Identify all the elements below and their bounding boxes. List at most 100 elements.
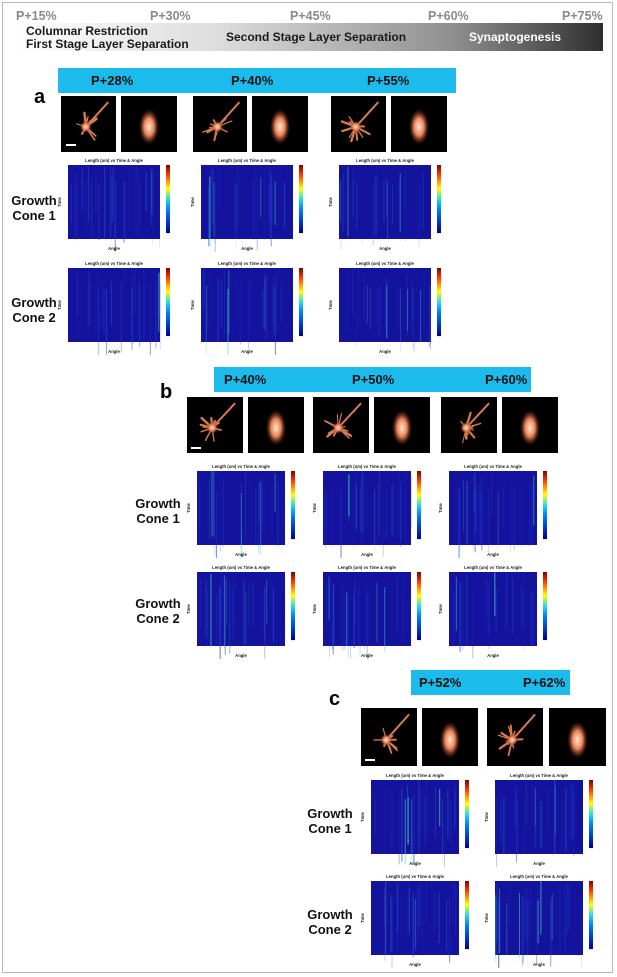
- heatmap-streak: [405, 170, 406, 209]
- heatmap-streak: [264, 584, 266, 642]
- heatmap-streak: [356, 278, 357, 347]
- heatmap-streak: [535, 781, 537, 835]
- heatmap-streak: [244, 471, 246, 540]
- heatmap-streak: [491, 471, 492, 515]
- heatmap-streak: [352, 169, 354, 217]
- heatmap-streak: [413, 793, 415, 865]
- heatmap-streak: [520, 585, 523, 626]
- colorbar: [543, 471, 547, 540]
- heatmap-title: Length (um) vs Time & Angle: [386, 874, 444, 879]
- heatmap-streak: [521, 591, 522, 632]
- heatmap-streak: [331, 590, 333, 650]
- heatmap-streak: [384, 881, 387, 955]
- heatmap-streak: [399, 173, 401, 233]
- heatmap-streak: [417, 178, 418, 241]
- heatmap-streak: [273, 285, 275, 336]
- heatmap-streak: [77, 270, 78, 317]
- heatmap-streak: [91, 180, 93, 237]
- heatmap-streak: [495, 588, 497, 634]
- axon-branches: [460, 402, 490, 444]
- heatmap-streak: [398, 181, 400, 222]
- heatmap-streak: [363, 272, 366, 323]
- heatmap-streak: [199, 477, 201, 530]
- heatmap-streak: [475, 484, 477, 532]
- axon-branches: [340, 101, 379, 143]
- heatmap-streak: [342, 583, 343, 651]
- heatmap-title: Length (um) vs Time & Angle: [356, 158, 414, 163]
- growth-cone-shape: [269, 108, 291, 145]
- heatmap-streak: [74, 182, 76, 235]
- growth-cone-shape: [265, 409, 287, 446]
- heatmap-streak: [97, 288, 100, 355]
- heatmap-streak: [340, 182, 342, 251]
- heatmap-streak: [487, 587, 489, 635]
- growth-cone-image: [502, 397, 558, 453]
- heatmap-streak: [446, 900, 448, 952]
- heatmap-streak: [386, 285, 388, 338]
- heatmap-streak: [328, 584, 331, 657]
- heatmap-streak: [343, 588, 346, 650]
- heatmap-streak: [152, 170, 153, 244]
- heatmap-streak: [218, 168, 220, 210]
- heatmap-streak: [438, 789, 441, 827]
- row-label-line1: Growth: [135, 496, 181, 511]
- y-axis-label: Time: [329, 196, 333, 206]
- heatmap-streak: [143, 268, 145, 342]
- heatmap-streak: [271, 186, 273, 225]
- heatmap-streak: [110, 281, 112, 326]
- heatmap-streak: [407, 882, 409, 938]
- x-axis-label: Angle: [533, 861, 545, 866]
- heatmap-streak: [396, 884, 399, 933]
- heatmap-streak: [375, 176, 377, 235]
- heatmap-streak: [366, 579, 368, 631]
- heatmap-title: Length (um) vs Time & Angle: [510, 874, 568, 879]
- y-axis-label: Time: [313, 603, 317, 613]
- heatmap-streak: [232, 588, 234, 641]
- heatmap-streak: [529, 886, 531, 935]
- heatmap-streak: [263, 277, 266, 330]
- heatmap-streak: [214, 184, 216, 252]
- x-axis-label: Angle: [235, 653, 247, 658]
- colorbar: [589, 881, 593, 950]
- y-axis-label: Time: [485, 811, 489, 821]
- heatmap-streak: [550, 900, 552, 967]
- heatmap-streak: [250, 477, 252, 545]
- heatmap-streak: [500, 801, 502, 844]
- timepoint-bar: [214, 367, 531, 392]
- heatmap-streak: [357, 589, 359, 659]
- heatmap-streak: [159, 284, 161, 350]
- timepoint-label: P+52%: [419, 675, 462, 690]
- heatmap-streak: [418, 185, 420, 247]
- x-axis-label: Angle: [241, 349, 253, 354]
- colorbar: [417, 471, 421, 540]
- heatmap-streak: [217, 277, 219, 348]
- timepoint-label: P+40%: [224, 372, 267, 387]
- heatmap-streak: [466, 574, 468, 648]
- heatmap-streak: [81, 168, 84, 212]
- heatmap-streak: [392, 184, 393, 224]
- heatmap-streak: [457, 573, 459, 643]
- heatmap-streak: [516, 794, 518, 863]
- heatmap-streak: [527, 900, 529, 968]
- heatmap-streak: [508, 885, 510, 925]
- heatmap-streak: [438, 892, 440, 943]
- heatmap-streak: [423, 172, 424, 229]
- heatmap-streak: [522, 485, 524, 547]
- heatmap-streak: [442, 798, 443, 861]
- heatmap-streak: [249, 278, 251, 334]
- heatmap-area: [495, 881, 583, 955]
- heatmap-streak: [95, 284, 97, 334]
- colorbar: [589, 780, 593, 849]
- heatmap-streak: [208, 186, 210, 247]
- heatmap-streak: [404, 471, 406, 546]
- heatmap-streak: [414, 286, 415, 353]
- heatmap-streak: [496, 883, 498, 942]
- heatmap-streak: [473, 472, 475, 512]
- heatmap-streak: [360, 487, 361, 532]
- heatmap-streak: [282, 482, 284, 521]
- heatmap-streak: [412, 893, 415, 957]
- heatmap-streak: [418, 780, 420, 854]
- timepoint-label: P+62%: [523, 675, 566, 690]
